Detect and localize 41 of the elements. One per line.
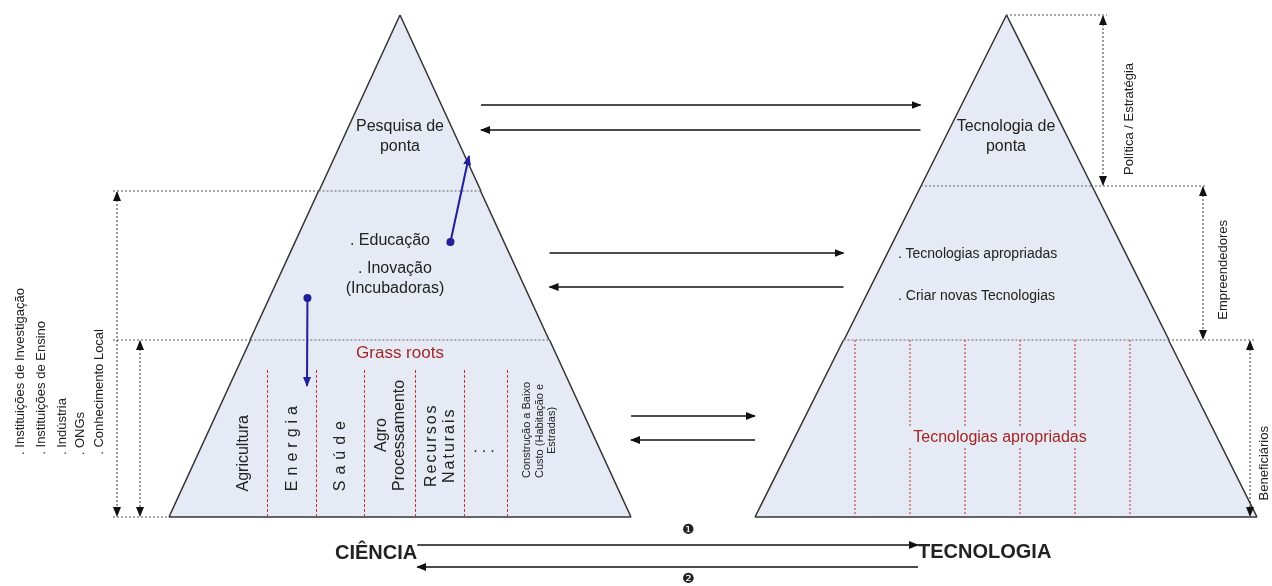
sector-text: Saúde [331, 414, 350, 491]
band-text: . Criar novas Tecnologias [898, 287, 1056, 305]
arrow [630, 412, 756, 420]
side-label: Política / Estratégia [1121, 63, 1136, 175]
arrow [416, 541, 919, 549]
sector-text: Recursos Naturais [421, 402, 458, 489]
edge-label: ❷ [682, 571, 695, 585]
side-label: . Instituições de Ensino [33, 321, 48, 455]
band-text: . Tecnologias apropriadas [898, 245, 1059, 263]
edge-label: ❶ [682, 522, 695, 536]
pyramid-band [319, 15, 481, 191]
pyramid-band [843, 186, 1169, 340]
arrow [630, 436, 756, 444]
concept-label: TECNOLOGIA [918, 540, 1052, 563]
band-text: . Inovação (Incubadoras) [344, 258, 446, 298]
side-label: . ONGs [72, 411, 87, 455]
side-label: . Conhecimento Local [91, 329, 106, 455]
arrow [548, 283, 845, 291]
arrow [303, 294, 312, 387]
pyramid-band [755, 340, 1257, 517]
sector-text: Agro Processamento [371, 379, 408, 491]
arrow [416, 563, 919, 571]
arrow [446, 155, 471, 246]
arrow [479, 126, 922, 134]
side-label: . Instituições de Investigação [12, 288, 27, 455]
sector-text: ... [473, 438, 499, 457]
side-label: . Indústria [54, 397, 69, 455]
pyramid-band [920, 15, 1092, 186]
concept-label: CIÊNCIA [335, 541, 418, 564]
band-text: Tecnologia de ponta [956, 116, 1056, 156]
sector-text: Agricultura [233, 414, 252, 491]
arrow [548, 249, 845, 257]
band-text: . Educação [348, 230, 431, 250]
pyramid-band [250, 191, 550, 340]
pyramid-band [169, 340, 631, 517]
side-label: Empreendedores [1215, 220, 1230, 320]
side-label: Beneficiários [1256, 425, 1271, 500]
band-text: Pesquisa de ponta [354, 116, 445, 156]
band-text: Grass roots [355, 342, 445, 364]
sector-text: Energia [282, 400, 301, 491]
arrow [480, 101, 922, 109]
